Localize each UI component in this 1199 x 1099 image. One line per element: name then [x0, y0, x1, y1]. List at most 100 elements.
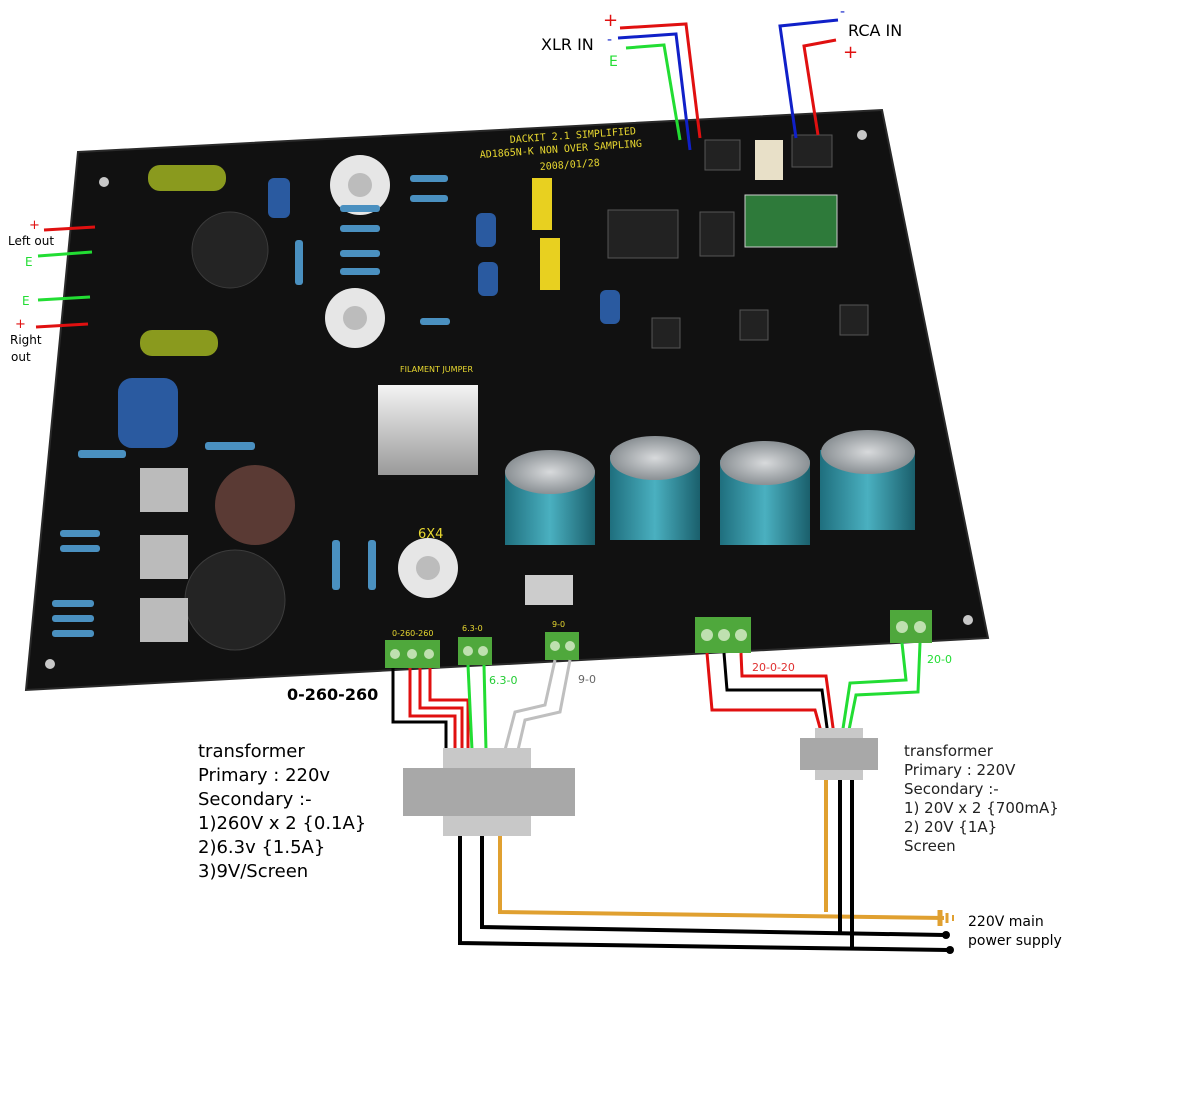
wire-label-63: 6.3-0 [489, 674, 517, 687]
left-out-e-wire [37, 250, 93, 258]
film-capacitor [148, 165, 226, 191]
tube-socket [330, 155, 390, 215]
mains-wires [458, 780, 954, 954]
xlr-wire-minus [617, 32, 692, 151]
xlr-minus-label: - [607, 32, 612, 48]
tube-socket-6x4: 6X4 [398, 527, 458, 598]
silk-63: 6.3-0 [462, 624, 483, 633]
mains-label-1: 220V main [968, 914, 1044, 930]
left-out-plus-wire [43, 225, 96, 232]
left-transformer-wires [391, 659, 572, 751]
ic-chip [651, 317, 681, 349]
blue-capacitor [600, 290, 620, 324]
teal-capacitor [720, 441, 810, 545]
mount-hole [45, 659, 55, 669]
wire-label-260: 0-260-260 [287, 685, 378, 704]
right-out-e-label: E [22, 294, 30, 308]
ic-chip [704, 139, 741, 171]
tube-socket [325, 288, 385, 348]
black-capacitor [184, 549, 286, 651]
right-transformer [800, 728, 878, 780]
blue-capacitor [118, 378, 178, 448]
wire-label-200: 20-0 [927, 653, 952, 666]
mount-hole [963, 615, 973, 625]
right-out-label-2: out [11, 350, 31, 364]
resistor-group [52, 175, 450, 637]
mains-label-2: power supply [968, 933, 1062, 949]
silk-9: 9-0 [552, 620, 565, 629]
mount-hole [857, 130, 867, 140]
xlr-wire-plus [619, 22, 702, 139]
xlr-input-wires [617, 22, 702, 151]
ltx-s3: 3)9V/Screen [198, 861, 308, 882]
tube-label: 6X4 [418, 527, 443, 542]
right-transformer-notes: transformer Primary : 220V Secondary :- … [904, 742, 1059, 855]
blue-capacitor [476, 213, 496, 247]
right-out-e-wire [37, 295, 91, 302]
jumper-label: FILAMENT JUMPER [400, 365, 473, 374]
ltx-secondary: Secondary :- [198, 789, 312, 810]
silk-260: 0-260-260 [392, 629, 433, 638]
rca-wire-minus [778, 18, 839, 139]
ic-chip [791, 134, 833, 168]
ltx-primary: Primary : 220v [198, 765, 330, 786]
left-transformer [403, 748, 575, 836]
rca-minus-label: - [840, 4, 845, 20]
green-module [744, 194, 838, 248]
left-out-plus-label: + [29, 218, 40, 233]
teal-capacitor [505, 450, 595, 545]
xlr-wire-e [625, 43, 682, 141]
right-transformer-wires [705, 642, 922, 736]
rectifier [525, 575, 573, 605]
rtx-s2: 2) 20V {1A} [904, 818, 997, 836]
ic-chip [739, 309, 769, 341]
xlr-plus-label: + [603, 10, 618, 31]
wire-label-20020: 20-0-20 [752, 661, 795, 674]
left-transformer-notes: transformer Primary : 220v Secondary :- … [198, 741, 366, 882]
output-wires [35, 225, 96, 329]
mains-plug-black [942, 931, 950, 939]
blue-capacitor [478, 262, 498, 296]
mount-hole [99, 177, 109, 187]
ic-chip [607, 209, 679, 259]
regulator [140, 468, 188, 512]
board-date: 2008/01/28 [539, 158, 600, 173]
ltx-s2: 2)6.3v {1.5A} [198, 837, 325, 858]
rtx-primary: Primary : 220V [904, 761, 1016, 779]
right-out-plus-label: + [15, 317, 26, 332]
brown-capacitor [215, 465, 295, 545]
rtx-title: transformer [904, 742, 994, 760]
rca-in-label: RCA IN [848, 21, 902, 40]
rca-input-wires [778, 18, 839, 139]
film-capacitor [140, 330, 218, 356]
rca-plus-label: + [843, 42, 858, 63]
mains-plug-black [946, 946, 954, 954]
yellow-component [540, 238, 560, 290]
relay [755, 140, 783, 180]
xlr-in-label: XLR IN [541, 35, 594, 54]
left-out-e-label: E [25, 255, 33, 269]
blue-capacitor [268, 178, 290, 218]
rca-wire-plus [802, 38, 837, 136]
rtx-s1: 1) 20V x 2 {700mA} [904, 799, 1059, 817]
right-out-plus-wire [35, 322, 89, 329]
black-capacitor [191, 211, 269, 289]
teal-capacitor [610, 436, 700, 540]
heatsink: FILAMENT JUMPER [378, 365, 478, 475]
xlr-e-label: E [609, 54, 618, 70]
right-out-label-1: Right [10, 333, 42, 347]
wire-label-9: 9-0 [578, 673, 596, 686]
rtx-secondary: Secondary :- [904, 780, 999, 798]
ltx-s1: 1)260V x 2 {0.1A} [198, 813, 366, 834]
rtx-s3: Screen [904, 837, 956, 855]
yellow-component [532, 178, 552, 230]
left-out-label: Left out [8, 234, 54, 248]
ic-chip [839, 304, 869, 336]
teal-capacitor [820, 430, 915, 530]
ltx-title: transformer [198, 741, 305, 762]
regulator [140, 535, 188, 579]
ic-chip [699, 211, 735, 257]
pcb-board: DACKIT 2.1 SIMPLIFIED AD1865N-K NON OVER… [24, 108, 990, 692]
regulator [140, 598, 188, 642]
